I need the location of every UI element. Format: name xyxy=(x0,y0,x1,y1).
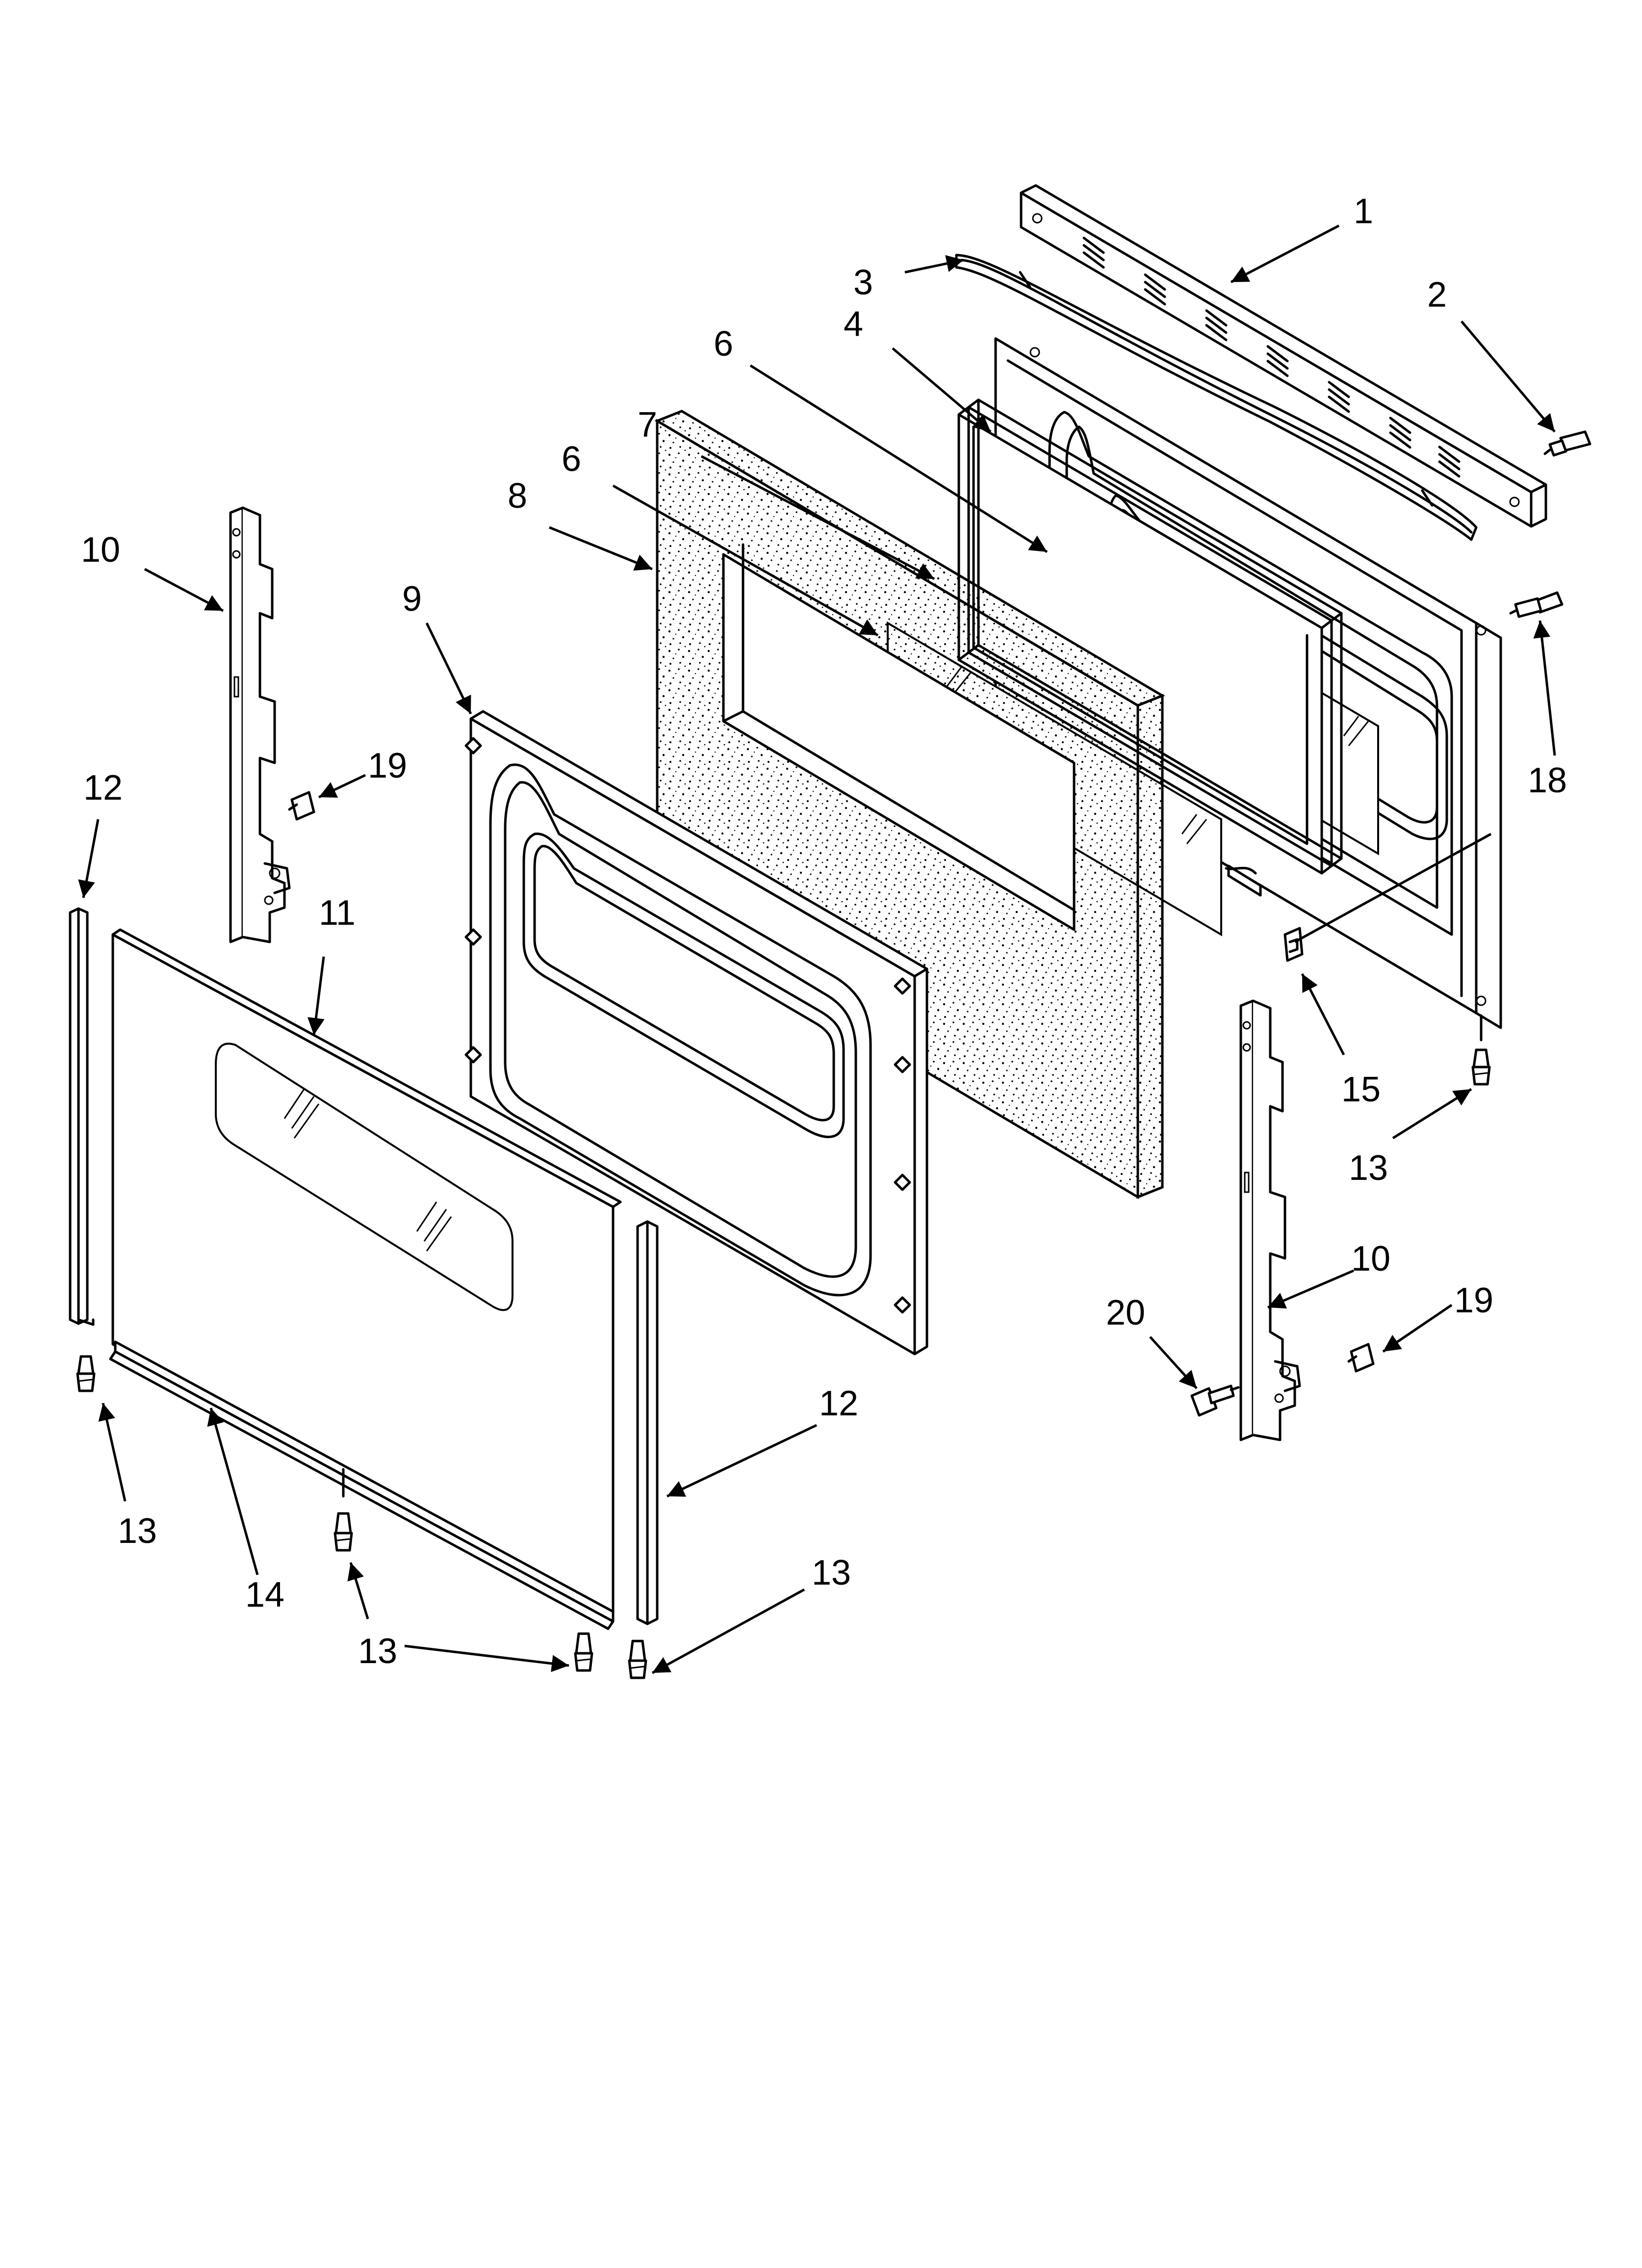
callout-12b: 12 xyxy=(819,1384,858,1423)
callout-7: 7 xyxy=(638,405,657,444)
callout-6b: 6 xyxy=(562,440,581,479)
part-screw-bottom-mid xyxy=(334,1512,353,1552)
callout-2: 2 xyxy=(1427,275,1447,314)
callout-13c: 13 xyxy=(118,1512,157,1551)
part-screw-bottom-right xyxy=(628,1640,647,1679)
part-hinge-channel-right xyxy=(1239,999,1301,1441)
callout-10a: 10 xyxy=(81,530,120,570)
part-insulation xyxy=(654,410,1165,1199)
callout-20: 20 xyxy=(1106,1293,1145,1332)
part-hinge-channel-left xyxy=(229,506,291,943)
callout-13b: 13 xyxy=(812,1553,851,1592)
callout-13d: 13 xyxy=(358,1632,397,1671)
part-screw-bottom-center xyxy=(574,1632,593,1672)
part-side-trim-right xyxy=(636,1220,659,1625)
callout-4: 4 xyxy=(844,305,863,344)
part-screw-side xyxy=(1509,591,1564,618)
part-door-handle xyxy=(955,254,1478,541)
part-clip-left xyxy=(288,791,315,821)
part-outer-door-glass xyxy=(111,928,622,1618)
callout-3: 3 xyxy=(853,263,873,302)
callout-13a: 13 xyxy=(1349,1148,1388,1188)
callout-11: 11 xyxy=(319,893,356,933)
part-screw-left xyxy=(76,1355,96,1392)
part-side-trim-left xyxy=(69,907,95,1326)
part-clip-15 xyxy=(1283,927,1304,962)
callout-14: 14 xyxy=(245,1575,284,1615)
callout-6a: 6 xyxy=(714,324,733,364)
part-screw-right xyxy=(1471,1048,1491,1086)
callout-9: 9 xyxy=(402,579,422,619)
callout-8: 8 xyxy=(508,476,527,516)
part-screw-top xyxy=(1543,430,1591,457)
part-clip-right xyxy=(1347,1343,1375,1373)
callout-10b: 10 xyxy=(1351,1239,1390,1278)
leader-lines xyxy=(78,224,1556,1674)
callout-18: 18 xyxy=(1528,761,1567,800)
callout-19a: 19 xyxy=(368,746,407,785)
part-bottom-trim xyxy=(109,1340,615,1630)
callout-1: 1 xyxy=(1354,192,1373,231)
callout-15: 15 xyxy=(1341,1070,1381,1109)
part-hinge-screw xyxy=(1190,1384,1240,1417)
callout-19b: 19 xyxy=(1454,1281,1493,1320)
part-vent-trim xyxy=(1020,184,1547,528)
part-inner-liner xyxy=(464,710,928,1356)
callout-12a: 12 xyxy=(83,768,123,808)
